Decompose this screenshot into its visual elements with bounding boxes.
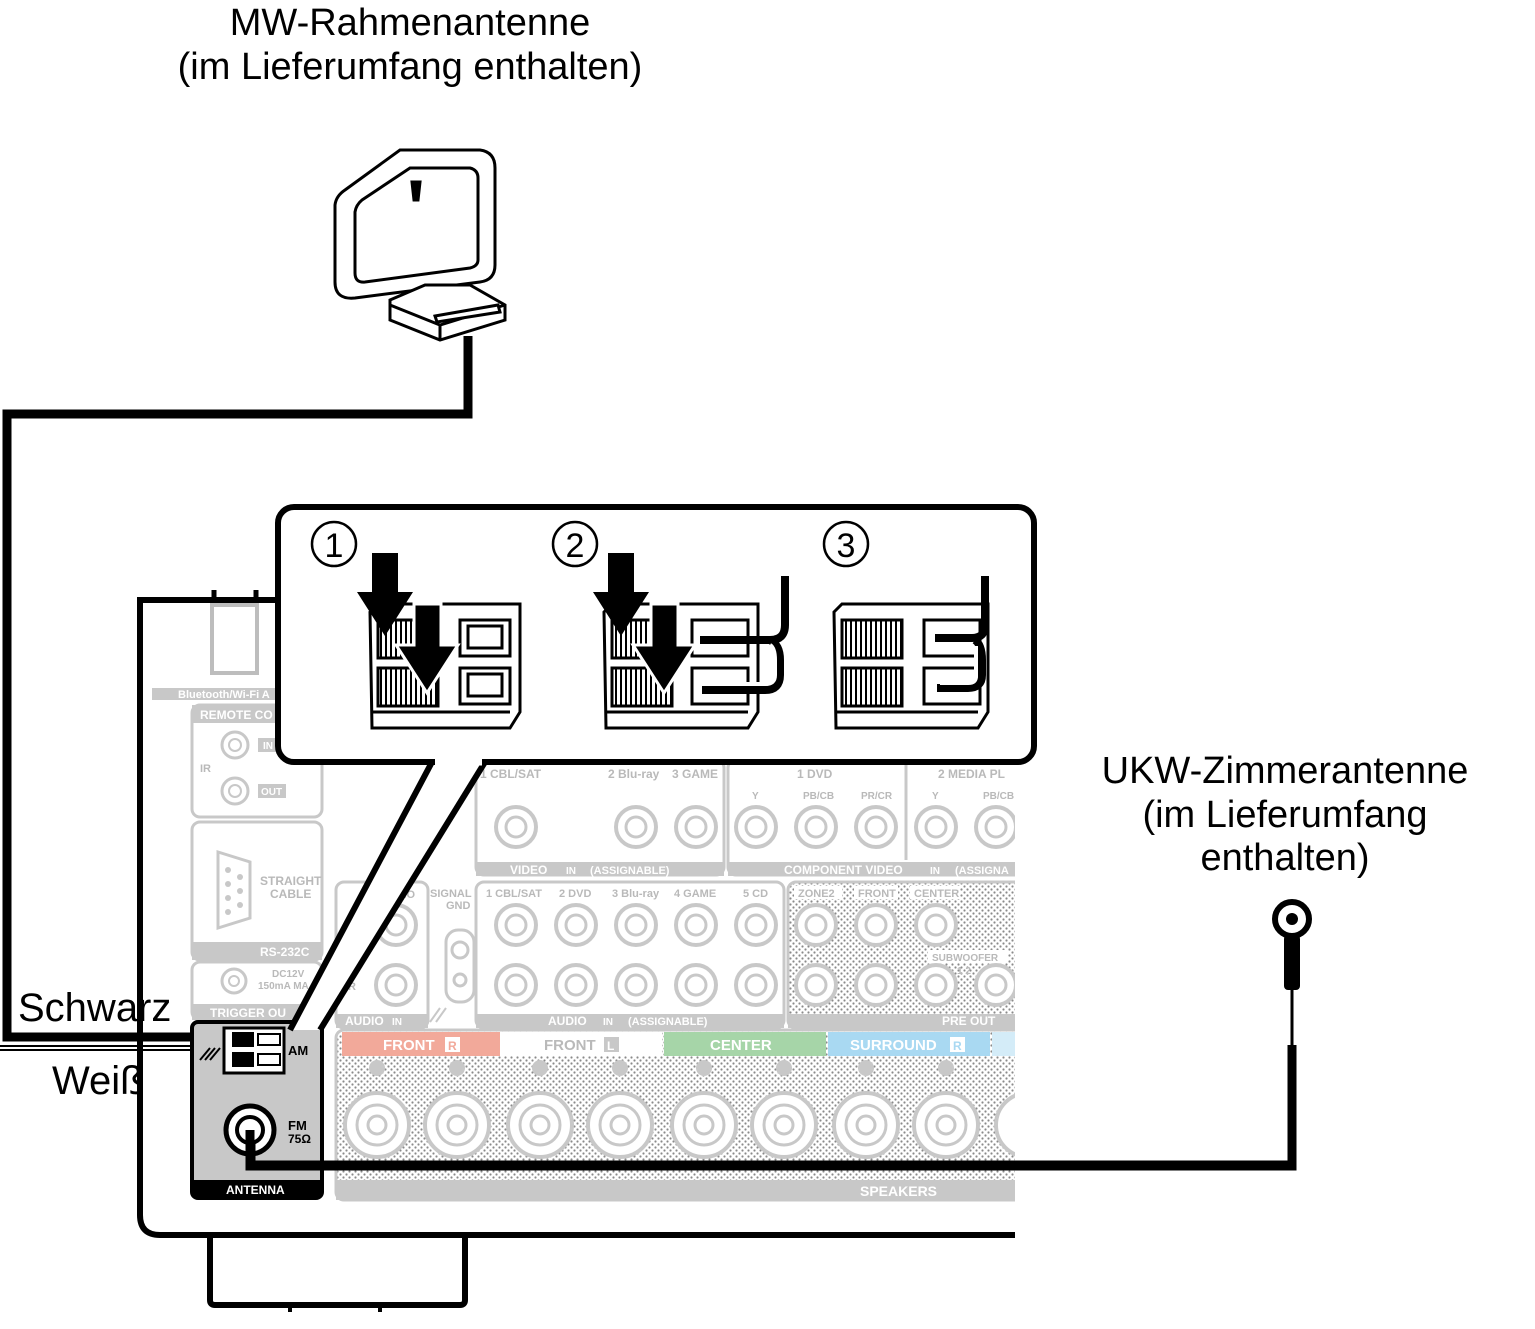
component-video-label: COMPONENT VIDEO [784,863,903,877]
svg-text:2: 2 [566,527,585,565]
audio-input-3: 3 Blu-ray [612,888,660,900]
receiver-rear-panel: Bluetooth/Wi-Fi A REMOTE CO IR IN OUT RS… [137,590,1015,1312]
ir-out-label: OUT [261,787,282,798]
zone2-label: ZONE2 [798,888,835,900]
fm-antenna-title-line1: UKW-Zimmerantenne [1101,750,1469,792]
audio-input-1: 1 CBL/SAT [486,888,542,900]
subwoofer-label: SUBWOOFER [932,953,999,964]
audio-input-2: 2 DVD [559,888,591,900]
antenna-label: ANTENNA [226,1183,285,1197]
audio-in-left-label: AUDIO [345,1014,384,1028]
component-pr-1: PR/CR [861,791,893,802]
step-1: 1 [310,520,358,568]
signal-label: SIGNAL [430,888,472,900]
component-in-badge: IN [930,866,940,877]
fm-antenna-title-line3: enthalten) [1200,837,1370,880]
step-2: 2 [551,520,599,568]
bluetooth-label: Bluetooth/Wi-Fi A [178,689,270,701]
step-3: 3 [822,520,870,568]
fm-ohm-label: 75Ω [288,1132,311,1146]
speakers-label: SPEAKERS [860,1183,937,1199]
dc12v-label: DC12V [272,969,305,980]
press-arrow-icon [357,553,461,696]
video-in-label: VIDEO [510,863,547,877]
component-pb-2: PB/CB [983,791,1014,802]
fm-terminal-label: FM [288,1118,307,1133]
fm-antenna [1272,899,1312,1050]
rs232c-label: RS-232C [260,945,310,959]
am-antenna-title-line1: MW-Rahmenantenne [229,2,591,44]
cable-label: CABLE [270,887,311,901]
white-wire-step-3 [937,636,986,692]
front-r-badge: R [448,1039,457,1053]
straight-label: STRAIGHT [260,874,322,888]
press-arrow-icon [593,553,698,696]
component-y-1: Y [752,791,759,802]
video-input-1: 1 CBL/SAT [480,767,542,781]
fm-antenna-title-line2: (im Lieferumfang [1142,793,1428,836]
am-terminal-label: AM [288,1043,308,1058]
surround-r-label: SURROUND [850,1037,937,1054]
black-wire-label: Schwarz [18,986,172,1030]
gnd-label: GND [446,900,471,912]
component-y-2: Y [932,791,939,802]
white-wire-step-2 [702,636,784,694]
video-assignable-label: (ASSIGNABLE) [590,865,670,877]
component-pb-1: PB/CB [803,791,834,802]
trigger-label: TRIGGER OU [210,1006,286,1020]
am-antenna-title-line2: (im Lieferumfang enthalten) [177,45,643,88]
remote-label: REMOTE CO [200,708,273,722]
terminal-step-3 [832,602,990,730]
component-assignable-label: (ASSIGNA [955,865,1009,877]
ir-in-label: IN [263,741,273,752]
front-l-badge: L [607,1039,614,1053]
pre-center-label: CENTER [914,888,959,900]
component-1dvd: 1 DVD [797,767,833,781]
white-wire-label: Weiß [52,1059,145,1103]
audio-assignable-label: (ASSIGNABLE) [628,1016,708,1028]
ir-label: IR [200,763,211,775]
pre-front-label: FRONT [858,888,896,900]
audio-input-5: 5 CD [743,888,768,900]
surround-r-badge: R [953,1039,962,1053]
center-speaker-label: CENTER [710,1037,772,1054]
video-input-2: 2 Blu-ray [608,767,660,781]
component-2media: 2 MEDIA PL [938,767,1005,781]
black-wire-step-3 [935,576,989,642]
svg-text:3: 3 [837,527,856,565]
subwoofer-numbers: 1 2 [957,966,971,977]
am-antenna-title: MW-Rahmenantenne (im Lieferumfang enthal… [120,2,700,89]
am-antenna-cable [2,336,473,1042]
pre-out-label: PRE OUT [942,1014,996,1028]
audio-r-label: R [348,981,356,993]
front-r-label: FRONT [383,1037,435,1054]
audio-in-left-badge: IN [392,1017,402,1028]
svg-text:1: 1 [325,527,344,565]
video-in-badge: IN [566,866,576,877]
video-input-3: 3 GAME [672,767,718,781]
audio-in-badge: IN [603,1017,613,1028]
front-l-label: FRONT [544,1037,596,1054]
audio-in-label: AUDIO [548,1014,587,1028]
ma-label: 150mA MA [258,981,309,992]
fm-antenna-cable-core [252,1050,1294,1164]
fm-antenna-title: UKW-Zimmerantenne (im Lieferumfang entha… [1060,750,1510,881]
audio-input-4: 4 GAME [674,888,716,900]
am-loop-antenna [333,148,507,342]
